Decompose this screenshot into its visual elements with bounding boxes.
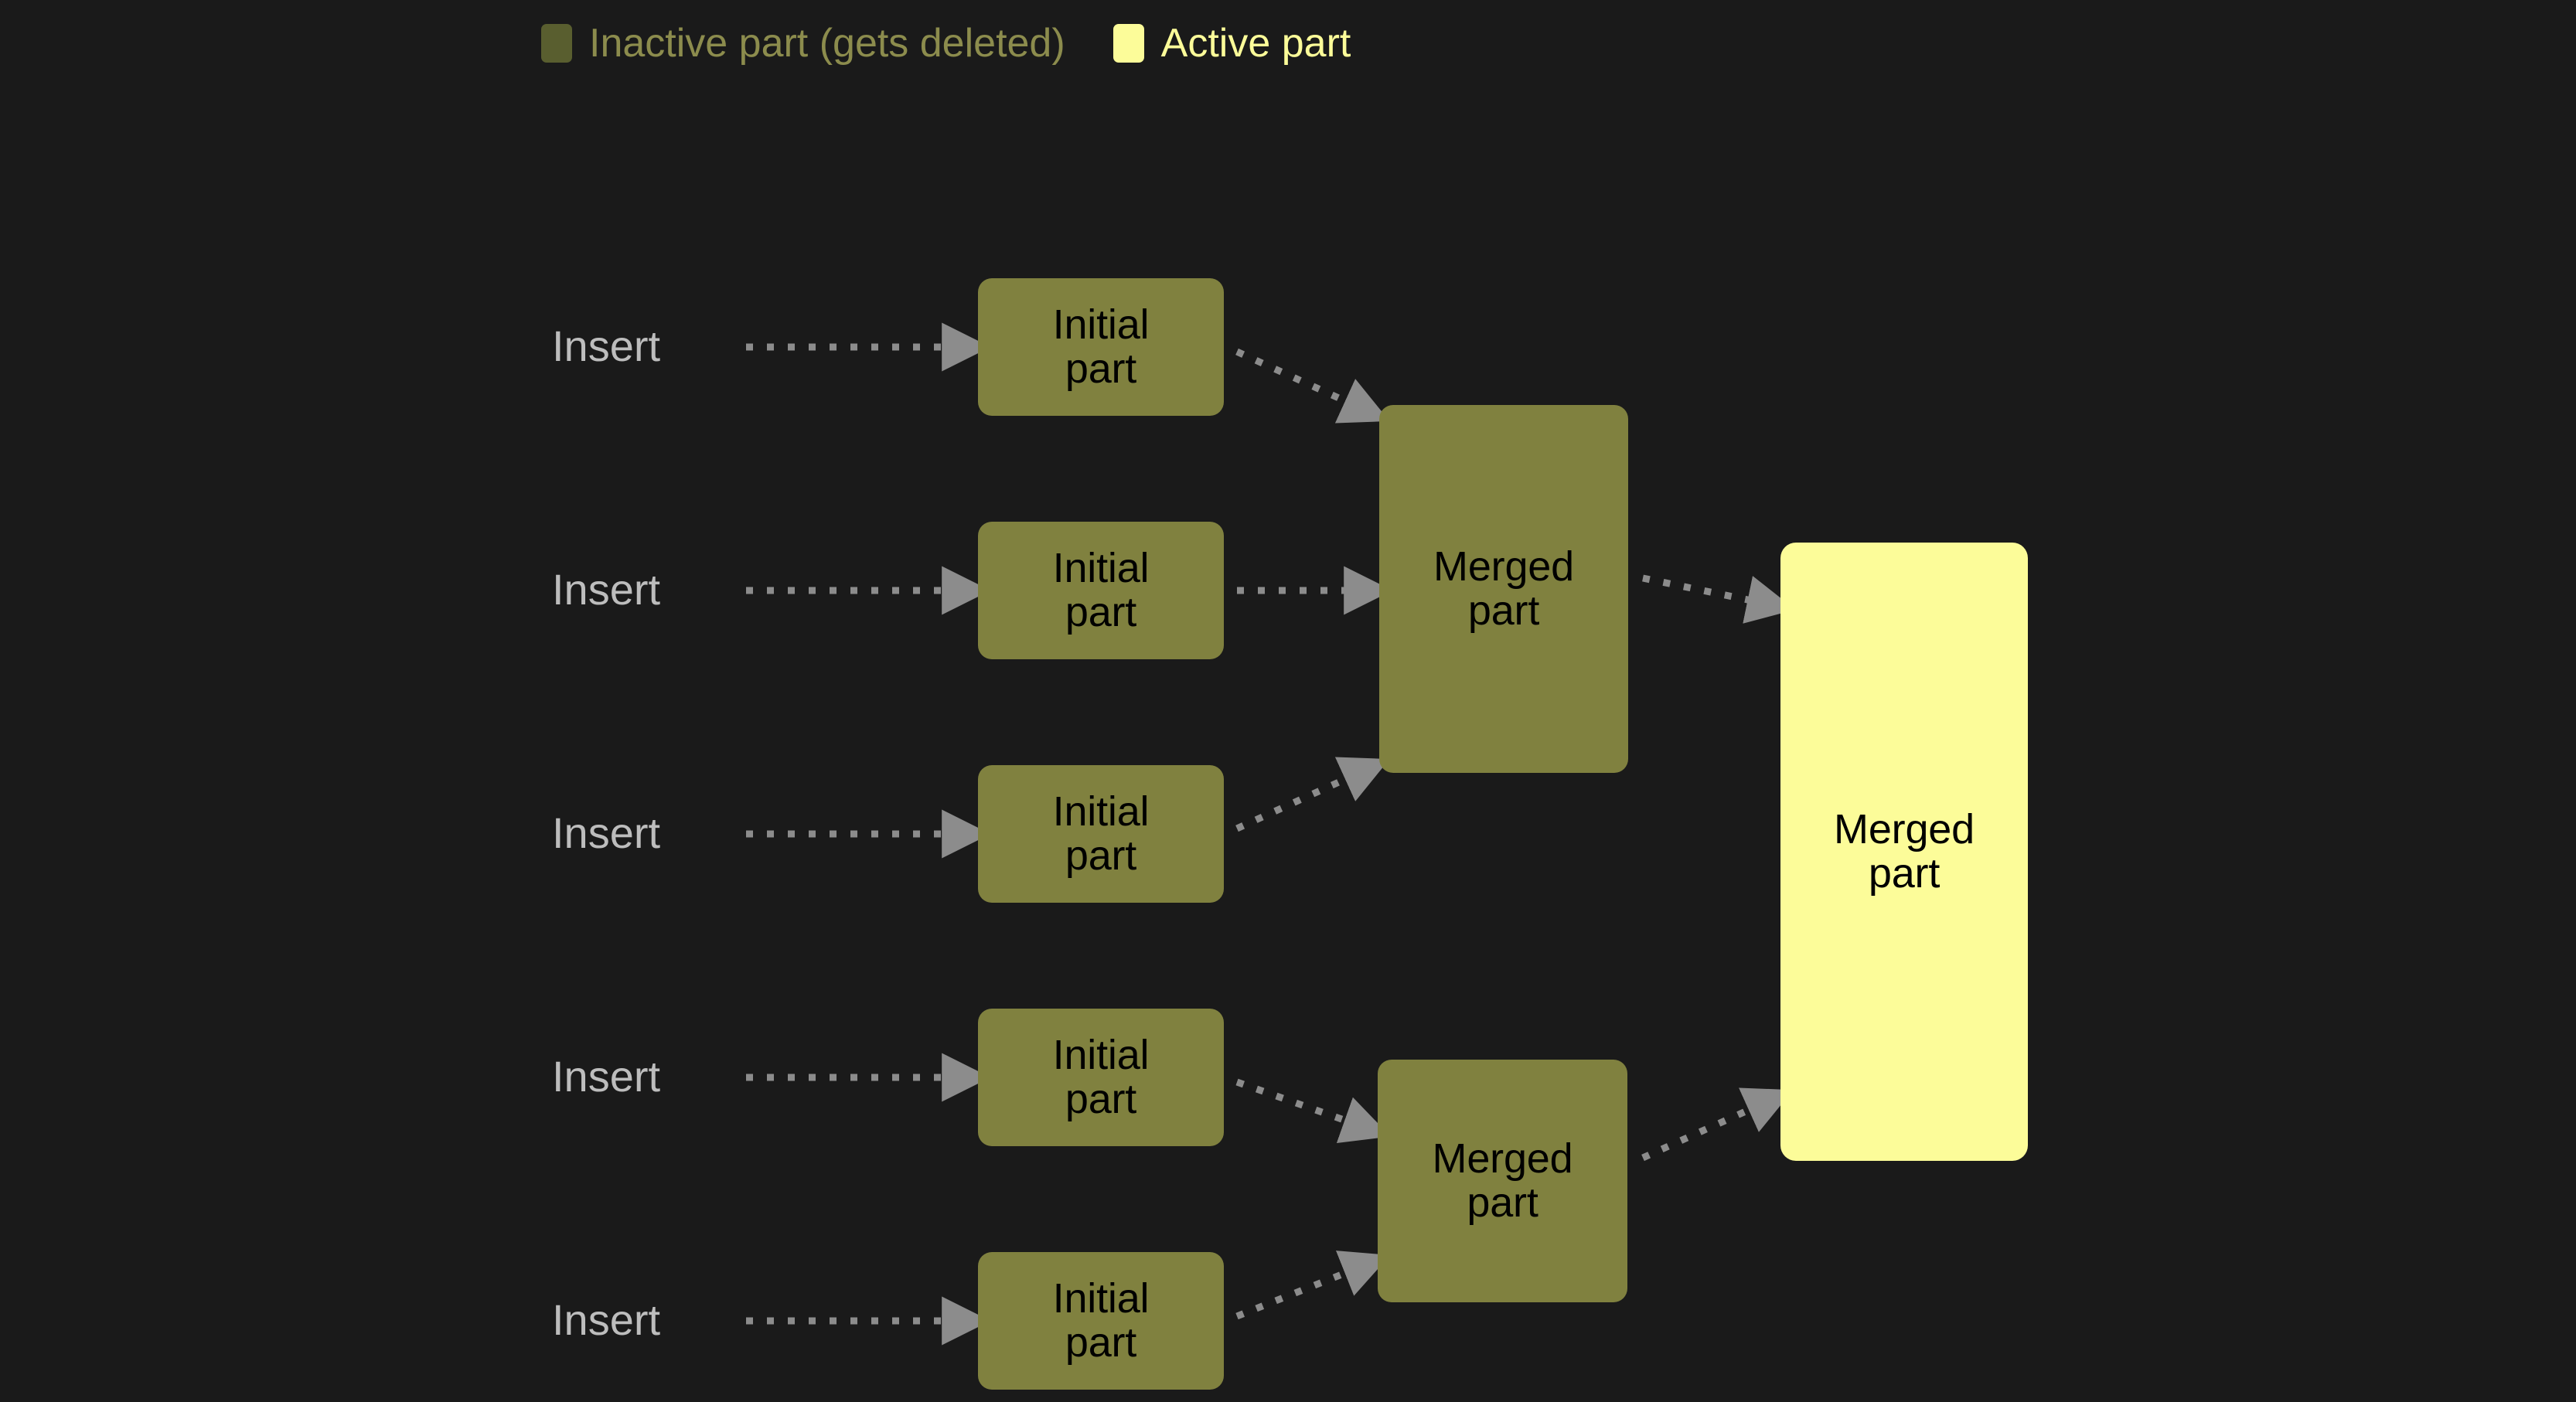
legend-swatch-inactive-icon — [541, 24, 572, 63]
arrow-initial4-to-merged-bottom — [1235, 1078, 1391, 1144]
legend-label-active: Active part — [1160, 21, 1351, 66]
node-merged-part-active[interactable]: Merged part — [1780, 543, 2028, 1161]
arrow-merged-bottom-to-active — [1641, 1087, 1794, 1162]
insert-label-2: Insert — [552, 565, 661, 614]
node-merged-part-bottom[interactable]: Merged part — [1378, 1060, 1627, 1302]
node-initial-part-3[interactable]: Initial part — [978, 765, 1224, 903]
node-initial-part-2[interactable]: Initial part — [978, 522, 1224, 659]
node-initial-part-1[interactable]: Initial part — [978, 278, 1224, 416]
legend-label-inactive: Inactive part (gets deleted) — [589, 21, 1065, 66]
insert-label-4: Insert — [552, 1052, 661, 1101]
arrow-group-insert-to-initial — [746, 322, 991, 1346]
insert-label-3: Insert — [552, 808, 661, 857]
node-initial-part-4[interactable]: Initial part — [978, 1009, 1224, 1146]
legend: Inactive part (gets deleted) Active part — [541, 19, 1351, 68]
arrow-initial5-to-merged-bottom — [1235, 1251, 1391, 1320]
node-initial-part-5[interactable]: Initial part — [978, 1252, 1224, 1390]
arrow-initial3-to-merged-top — [1235, 757, 1390, 832]
arrow-group-merged-to-active — [1641, 574, 1796, 1162]
node-merged-part-top[interactable]: Merged part — [1379, 405, 1628, 773]
arrow-group-initial-to-merged — [1235, 348, 1393, 1320]
insert-label-5: Insert — [552, 1295, 661, 1344]
legend-swatch-active-icon — [1113, 24, 1144, 63]
insert-label-1: Insert — [552, 322, 661, 370]
legend-item-active: Active part — [1113, 23, 1351, 63]
arrow-initial1-to-merged-top — [1235, 348, 1390, 424]
legend-item-inactive: Inactive part (gets deleted) — [541, 23, 1065, 63]
arrow-merged-top-to-active — [1642, 574, 1796, 624]
